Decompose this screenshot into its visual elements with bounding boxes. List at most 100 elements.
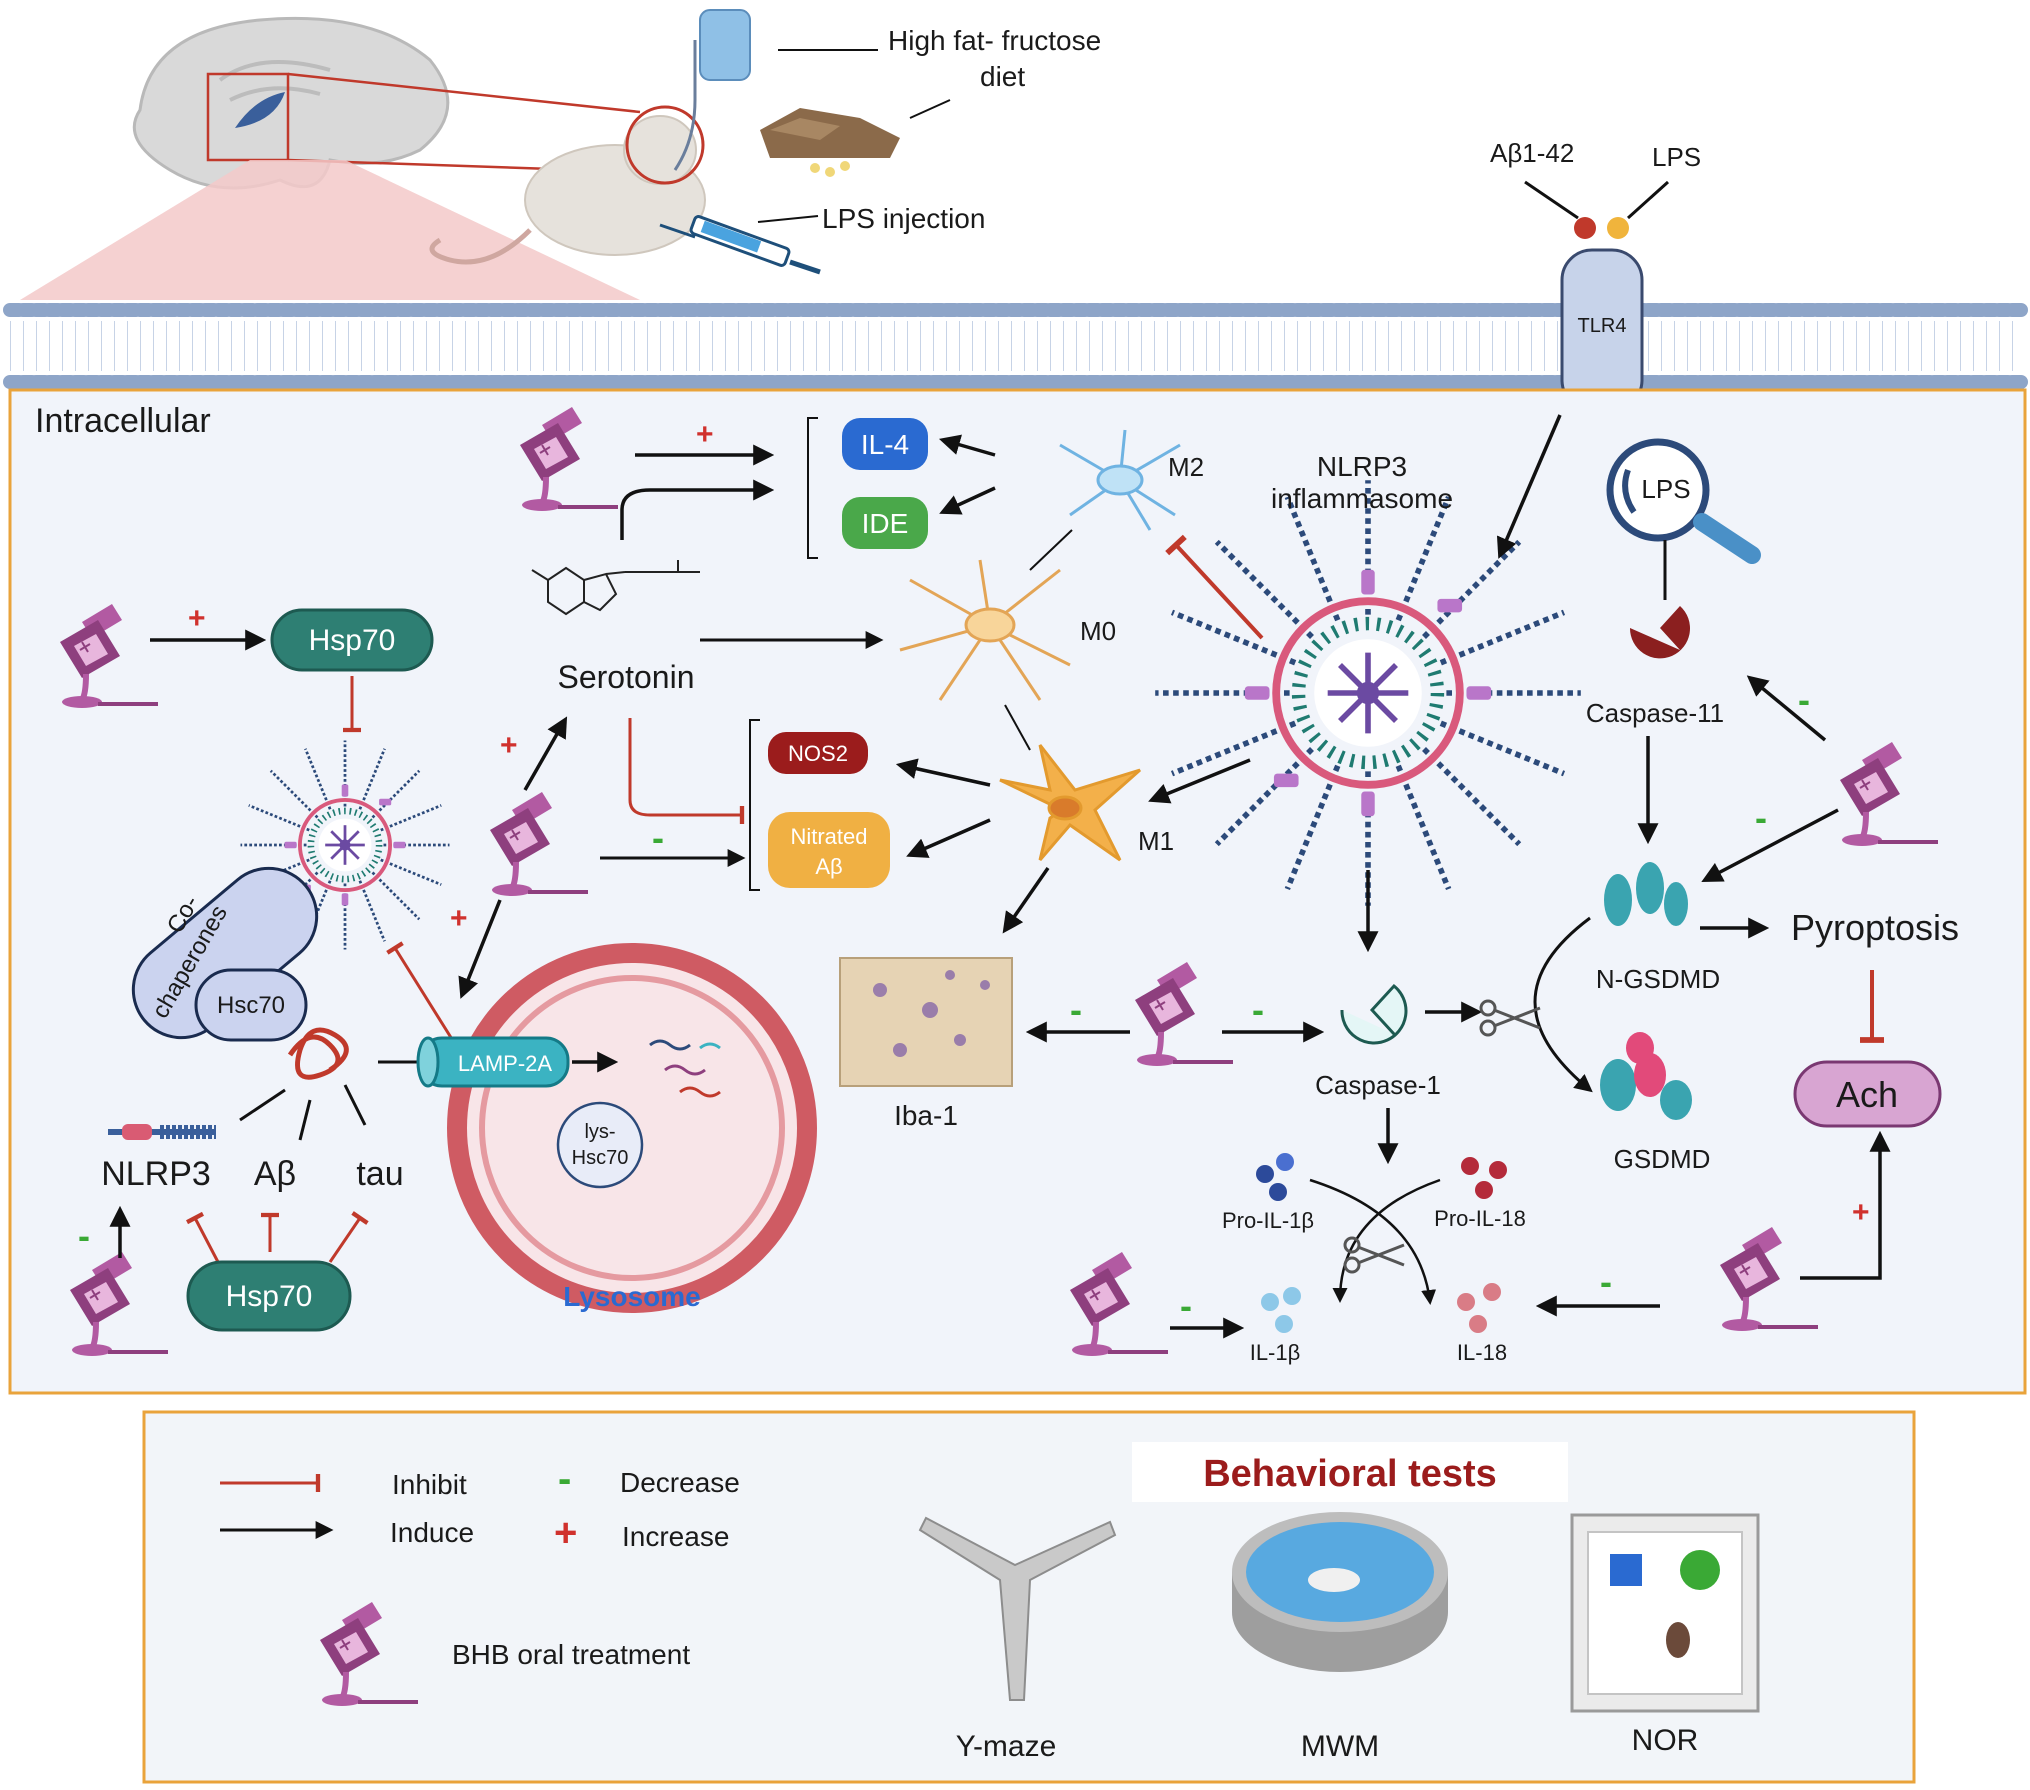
serotonin-structure	[531, 560, 700, 616]
pro-il1b-icon	[1256, 1153, 1294, 1201]
minus-sign: -	[78, 1215, 90, 1256]
hsc70-box	[194, 968, 308, 1042]
caspase-11-icon	[1629, 606, 1690, 659]
iba1-label: Iba-1	[894, 1100, 958, 1131]
lys-hsc70-label-2: Hsc70	[572, 1147, 629, 1169]
il1b-icon	[1261, 1287, 1301, 1333]
hsc70-label: Hsc70	[217, 992, 285, 1019]
gsdmd-label: GSDMD	[1614, 1144, 1711, 1174]
nor-label: NOR	[1632, 1724, 1699, 1757]
m1-label: M1	[1138, 826, 1174, 856]
nlrp3-label: NLRP3	[101, 1155, 211, 1193]
legend-decrease-label: Decrease	[620, 1467, 740, 1498]
m2-label: M2	[1168, 452, 1204, 482]
legend-induce-label: Induce	[390, 1517, 474, 1548]
caspase11-label: Caspase-11	[1586, 698, 1724, 728]
tau-label: tau	[356, 1155, 403, 1193]
lamp2a-channel	[416, 1036, 570, 1088]
behavioral-title: Behavioral tests	[1203, 1453, 1497, 1495]
minus-sign: -	[1070, 989, 1082, 1030]
hsp70-top-box	[270, 608, 434, 672]
tlr4-receptor	[1524, 180, 1670, 412]
syringe-icon	[659, 215, 821, 275]
lamp2a-label: LAMP-2A	[458, 1051, 552, 1076]
peptide-fragments-icon	[649, 1039, 721, 1098]
ide-box	[842, 497, 928, 549]
nitrated-abeta-box	[768, 812, 890, 888]
abeta-ligand-label: Aβ1-42	[1490, 138, 1574, 168]
nor-arena-icon	[1570, 1513, 1760, 1713]
ach-label: Ach	[1836, 1074, 1898, 1115]
pro-il1b-label: Pro-IL-1β	[1222, 1208, 1314, 1233]
search-icon	[1606, 438, 1761, 564]
pro-il18-icon	[1461, 1157, 1507, 1199]
iba1-image	[839, 957, 1013, 1087]
serotonin-label: Serotonin	[558, 659, 695, 695]
cell-membrane	[3, 303, 2029, 389]
lps-search-label: LPS	[1641, 474, 1690, 504]
hsp70-top-label: Hsp70	[309, 624, 396, 657]
ide-label: IDE	[862, 508, 909, 539]
lps-ligand-label: LPS	[1652, 142, 1701, 172]
minus-sign: -	[652, 817, 664, 858]
m0-label: M0	[1080, 616, 1116, 646]
lys-hsc70-label: lys-	[584, 1121, 615, 1143]
behavioral-title-box	[1132, 1442, 1568, 1502]
gsdmd-icon	[1600, 1032, 1692, 1120]
legend-plus-symbol: +	[554, 1511, 577, 1555]
nos2-box	[768, 732, 868, 774]
plus-sign: +	[500, 729, 518, 762]
minus-sign: -	[1180, 1285, 1192, 1326]
lps-injection-label: LPS injection	[822, 203, 985, 234]
mwm-label: MWM	[1301, 1730, 1379, 1763]
il4-label: IL-4	[861, 429, 909, 460]
legend-minus-symbol: -	[558, 1457, 571, 1501]
nlrp3-inflammasome-label-2: inflammasome	[1271, 483, 1453, 514]
nlrp3-protein-icon	[108, 1124, 216, 1140]
il4-box	[842, 418, 928, 470]
il18-label: IL-18	[1457, 1340, 1507, 1365]
plus-sign: +	[450, 902, 468, 935]
plus-sign: +	[696, 418, 714, 451]
plus-sign: +	[188, 602, 206, 635]
minus-sign: -	[1252, 989, 1264, 1030]
y-maze-icon	[918, 1516, 1117, 1701]
diet-label: High fat- fructose	[888, 25, 1101, 56]
pyroptosis-label: Pyroptosis	[1791, 907, 1959, 948]
il1b-label: IL-1β	[1250, 1340, 1301, 1365]
microglia-m1-icon	[999, 744, 1141, 862]
legend-increase-label: Increase	[622, 1521, 729, 1552]
scissors-icon	[1479, 999, 1541, 1037]
lysosome-label: Lysosome	[563, 1281, 700, 1312]
legend-bhb-label: BHB oral treatment	[452, 1639, 690, 1670]
pro-il18-label: Pro-IL-18	[1434, 1206, 1526, 1231]
ymaze-label: Y-maze	[956, 1730, 1057, 1763]
brain-illustration	[20, 16, 641, 300]
tlr4-label: TLR4	[1578, 315, 1627, 337]
diet-label-2: diet	[980, 61, 1025, 92]
nlrp3-inflammasome-label: NLRP3	[1317, 451, 1407, 482]
minus-sign: -	[1755, 797, 1767, 838]
nitrated-label: Nitrated	[790, 824, 867, 849]
hsp70-bottom-label: Hsp70	[226, 1280, 313, 1313]
nos2-label: NOS2	[788, 741, 848, 766]
hsp70-bottom-box	[186, 1260, 352, 1332]
il18-icon	[1457, 1283, 1501, 1333]
lys-hsc70-icon	[556, 1101, 644, 1189]
abeta-label: Aβ	[254, 1155, 296, 1193]
minus-sign: -	[1798, 679, 1810, 720]
n-gsdmd-label: N-GSDMD	[1596, 964, 1720, 994]
nitrated-abeta-label: Aβ	[815, 854, 842, 879]
scissors-icon	[1343, 1236, 1405, 1274]
caspase-1-icon	[1340, 983, 1408, 1045]
diet-pellets-icon	[760, 108, 900, 177]
mouse-illustration	[429, 9, 751, 265]
microglia-m2-icon	[1059, 429, 1181, 531]
misfolded-protein-icon	[287, 1027, 349, 1080]
intracellular-title: Intracellular	[35, 402, 211, 440]
ach-box	[1793, 1060, 1942, 1128]
minus-sign: -	[1600, 1261, 1612, 1302]
microglia-m0-icon	[899, 559, 1071, 701]
caspase1-label: Caspase-1	[1315, 1070, 1441, 1100]
